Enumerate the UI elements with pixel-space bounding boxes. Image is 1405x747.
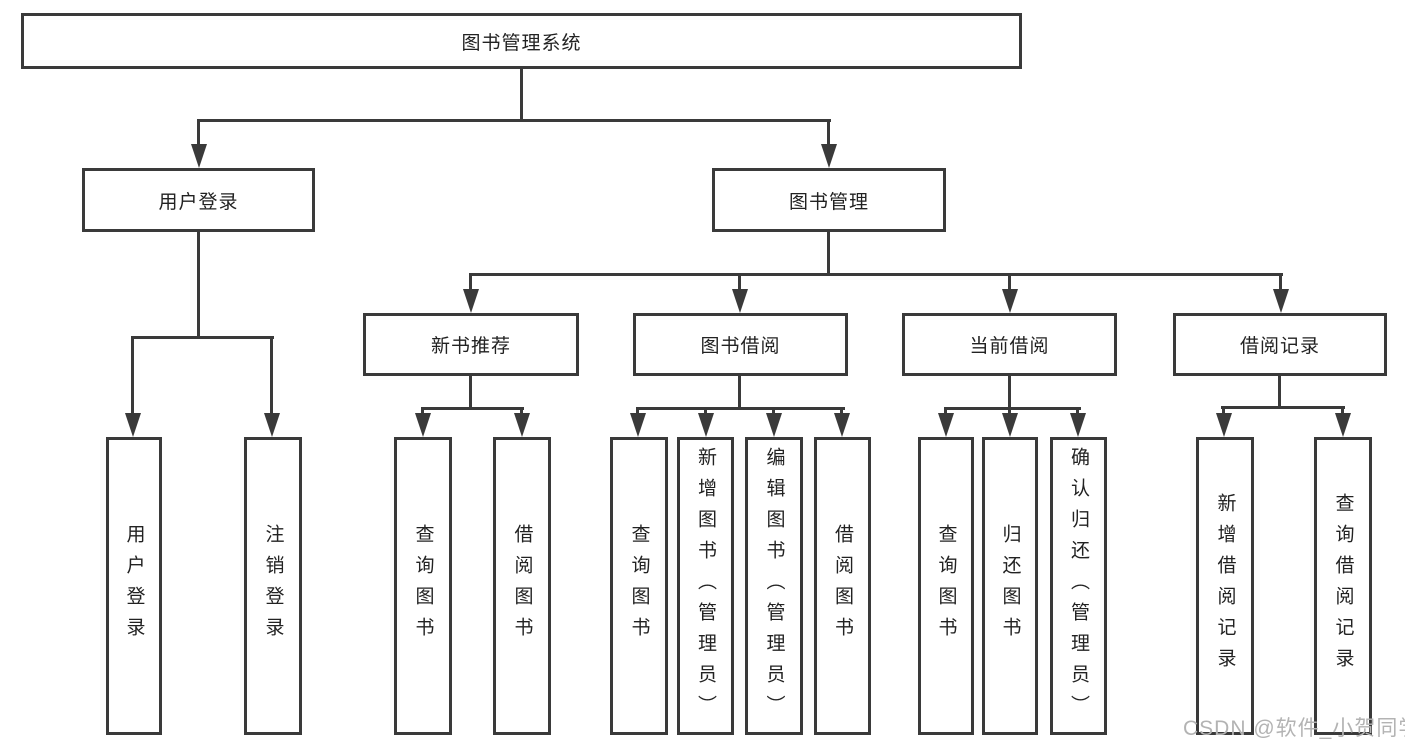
connector-line xyxy=(1278,376,1281,409)
down-arrow-icon xyxy=(125,413,141,437)
leaf-add-borrow-record: 新增借阅记录 xyxy=(1196,437,1254,735)
down-arrow-icon xyxy=(698,413,714,437)
leaf-confirm-return-admin: 确认归还（管理员） xyxy=(1050,437,1107,735)
node-user-login: 用户登录 xyxy=(82,168,315,232)
node-current-borrow: 当前借阅 xyxy=(902,313,1117,376)
connector-line xyxy=(827,232,830,276)
leaf-query-borrow-record: 查询借阅记录 xyxy=(1314,437,1372,735)
connector-line xyxy=(132,336,274,339)
connector-line xyxy=(1008,376,1011,410)
down-arrow-icon xyxy=(821,144,837,168)
down-arrow-icon xyxy=(463,289,479,313)
down-arrow-icon xyxy=(1273,289,1289,313)
down-arrow-icon xyxy=(630,413,646,437)
connector-line xyxy=(469,273,472,295)
down-arrow-icon xyxy=(1216,413,1232,437)
down-arrow-icon xyxy=(766,413,782,437)
connector-line xyxy=(738,376,741,410)
connector-line xyxy=(469,273,1283,276)
connector-line xyxy=(1279,273,1282,295)
down-arrow-icon xyxy=(415,413,431,437)
connector-line xyxy=(827,119,830,149)
down-arrow-icon xyxy=(1070,413,1086,437)
connector-line xyxy=(469,376,472,410)
node-borrow-records: 借阅记录 xyxy=(1173,313,1387,376)
connector-line xyxy=(1008,273,1011,295)
leaf-return-books: 归还图书 xyxy=(982,437,1038,735)
connector-line xyxy=(944,407,1081,410)
down-arrow-icon xyxy=(732,289,748,313)
connector-line xyxy=(131,336,134,416)
connector-line xyxy=(270,336,273,416)
connector-line xyxy=(738,273,741,295)
node-library-system: 图书管理系统 xyxy=(21,13,1022,69)
down-arrow-icon xyxy=(1335,413,1351,437)
connector-line xyxy=(636,407,845,410)
node-book-management: 图书管理 xyxy=(712,168,946,232)
connector-line xyxy=(520,69,523,122)
leaf-logout: 注销登录 xyxy=(244,437,302,735)
connector-line xyxy=(421,407,524,410)
leaf-query-books-borrow: 查询图书 xyxy=(610,437,668,735)
down-arrow-icon xyxy=(191,144,207,168)
node-new-book-recommend: 新书推荐 xyxy=(363,313,579,376)
down-arrow-icon xyxy=(834,413,850,437)
down-arrow-icon xyxy=(1002,413,1018,437)
connector-line xyxy=(1221,406,1345,409)
leaf-query-books-current: 查询图书 xyxy=(918,437,974,735)
leaf-user-login: 用户登录 xyxy=(106,437,162,735)
leaf-borrow-books-recommend: 借阅图书 xyxy=(493,437,551,735)
node-book-borrow: 图书借阅 xyxy=(633,313,848,376)
connector-line xyxy=(197,119,200,149)
down-arrow-icon xyxy=(938,413,954,437)
leaf-add-books-admin: 新增图书（管理员） xyxy=(677,437,734,735)
connector-line xyxy=(197,232,200,339)
leaf-borrow-books: 借阅图书 xyxy=(814,437,871,735)
down-arrow-icon xyxy=(1002,289,1018,313)
watermark: CSDN @软件_小贺同学 xyxy=(1183,717,1405,740)
down-arrow-icon xyxy=(264,413,280,437)
connector-line xyxy=(197,119,831,122)
leaf-edit-books-admin: 编辑图书（管理员） xyxy=(745,437,803,735)
leaf-query-books-recommend: 查询图书 xyxy=(394,437,452,735)
down-arrow-icon xyxy=(514,413,530,437)
